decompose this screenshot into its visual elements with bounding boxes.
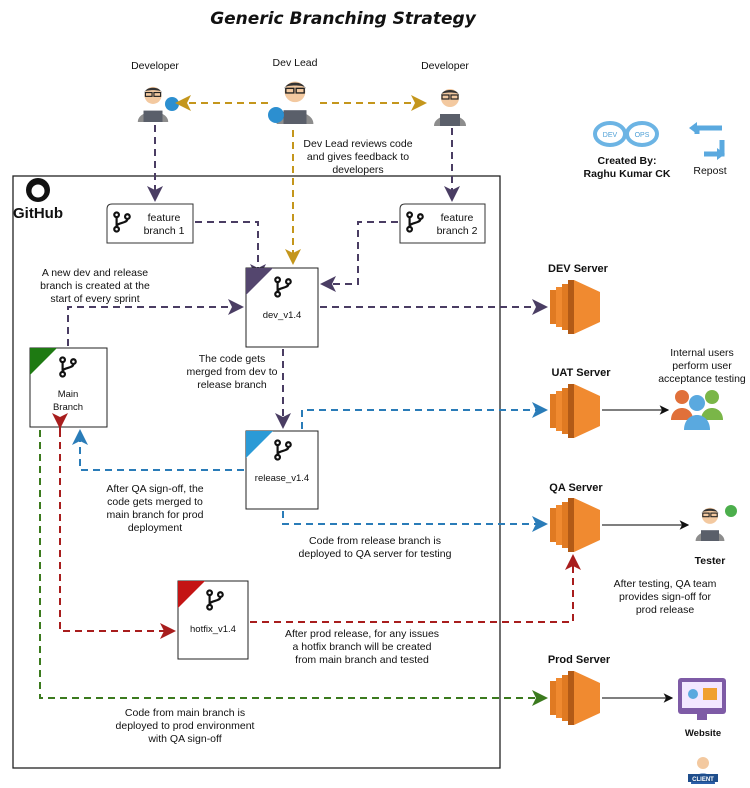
- developer-left-icon: [137, 86, 169, 122]
- arrow-main-to-hotfix: [59, 430, 176, 639]
- arrow-feature2-to-dev: [320, 221, 398, 292]
- svg-text:OPS: OPS: [635, 132, 650, 139]
- code-badge-icon: [165, 97, 179, 111]
- prod-server-icon: [550, 671, 600, 725]
- repost-icon[interactable]: [689, 122, 725, 160]
- dev-lead-label: Dev Lead: [273, 57, 318, 69]
- uat-server-icon: [550, 384, 600, 438]
- author-credit: Created By:Raghu Kumar CK: [584, 155, 671, 180]
- release-branch[interactable]: release_v1.4: [245, 430, 319, 510]
- svg-text:hotfix_v1.4: hotfix_v1.4: [190, 624, 236, 635]
- arrow-feature1-to-dev: [195, 221, 266, 280]
- client-icon: CLIENT: [688, 757, 718, 784]
- github-container: [12, 175, 501, 769]
- dev-branch[interactable]: dev_v1.4: [245, 267, 319, 348]
- svg-text:DEV: DEV: [603, 132, 618, 139]
- devops-logo: DEV OPS: [593, 121, 659, 147]
- diagram-title: Generic Branching Strategy: [210, 9, 476, 29]
- developer-left-label: Developer: [131, 60, 179, 72]
- repost-label[interactable]: Repost: [693, 165, 726, 177]
- qa-server-icon: [550, 498, 600, 552]
- tester-label: Tester: [695, 555, 726, 567]
- prod-server-label: Prod Server: [548, 654, 611, 666]
- arrow-main-to-dev: [67, 299, 244, 346]
- arrow-release-to-qa: [282, 511, 548, 532]
- tester-icon: [695, 507, 725, 541]
- arrow-main-to-prod: [39, 430, 548, 706]
- hotfix-branch[interactable]: hotfix_v1.4: [177, 580, 249, 660]
- github-label: GitHub: [13, 205, 63, 222]
- users-group-icon: [671, 390, 723, 430]
- qa-server-label: QA Server: [549, 482, 603, 494]
- developer-right-label: Developer: [421, 60, 469, 72]
- dev-server-label: DEV Server: [548, 263, 609, 275]
- svg-text:dev_v1.4: dev_v1.4: [263, 310, 302, 321]
- dev-server-icon: [550, 280, 600, 334]
- arrow-release-to-uat: [301, 402, 548, 429]
- check-badge-icon: [725, 505, 737, 517]
- website-label: Website: [685, 728, 721, 739]
- svg-text:release_v1.4: release_v1.4: [255, 473, 309, 484]
- developer-right-icon: [433, 88, 467, 126]
- website-icon: [678, 678, 726, 720]
- github-logo-icon: [26, 178, 50, 202]
- uat-server-label: UAT Server: [551, 367, 611, 379]
- svg-text:CLIENT: CLIENT: [692, 777, 714, 783]
- arrow-hotfix-to-qa: [250, 554, 581, 623]
- arrow-release-to-main: [72, 429, 244, 471]
- code-badge-icon: [268, 107, 284, 123]
